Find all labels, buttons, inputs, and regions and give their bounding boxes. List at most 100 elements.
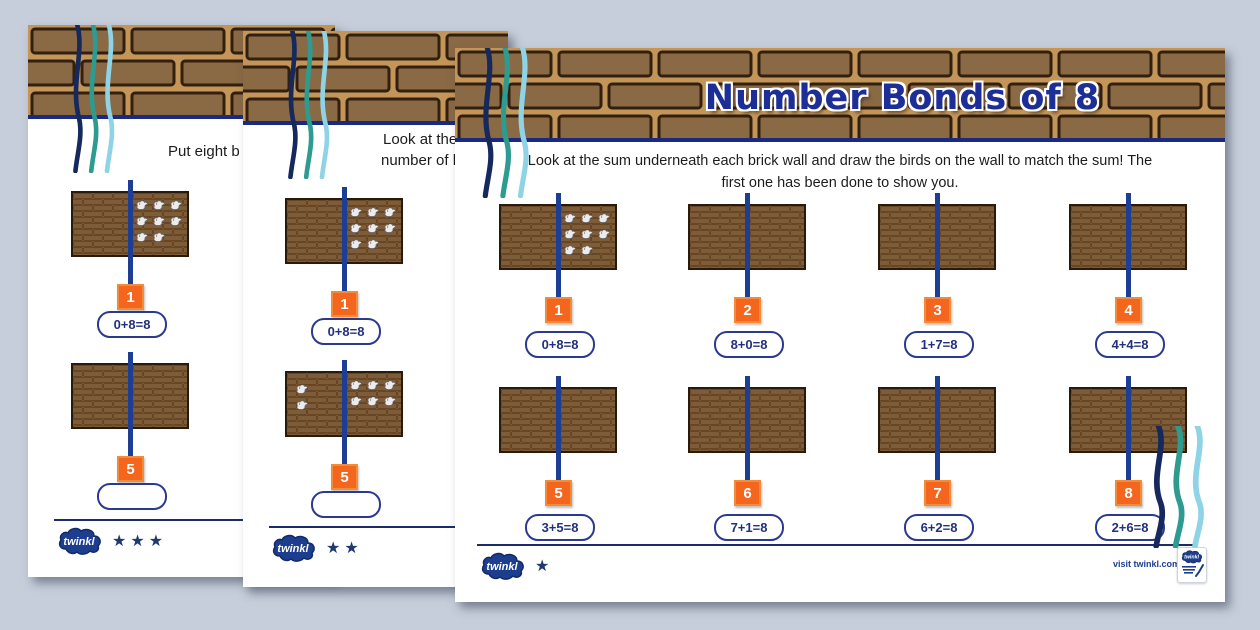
- instruction-fragment: number of b: [381, 152, 462, 169]
- bird-icon: [383, 205, 397, 217]
- sum-pill: 1+7=8: [904, 331, 974, 358]
- wall-number-badge: 1: [117, 284, 144, 310]
- bird-icon: [295, 398, 309, 410]
- visit-twinkl-link[interactable]: visit twinkl.com: [1113, 559, 1181, 569]
- wall-unit: 5 3+5=8: [499, 376, 617, 542]
- twinkl-waves-decoration: [283, 31, 335, 179]
- bird-icon: [135, 214, 149, 226]
- wall-unit: 1 0+8=8: [71, 180, 189, 346]
- wall-number-badge: 8: [1115, 480, 1142, 506]
- twinkl-logo-text: twinkl: [63, 536, 95, 548]
- difficulty-stars: ★: [535, 558, 554, 575]
- bird-icon: [152, 214, 166, 226]
- instruction-fragment: Look at the: [383, 131, 458, 148]
- wall-unit: 6 7+1=8: [688, 376, 806, 542]
- wall-unit: 2 8+0=8: [688, 193, 806, 359]
- wall-pole: [1126, 376, 1131, 486]
- wall-pole: [342, 360, 347, 470]
- instruction-fragment: Put eight b: [168, 143, 240, 160]
- sum-pill: 7+1=8: [714, 514, 784, 541]
- wall-number-badge: 5: [117, 456, 144, 482]
- bird-icon: [169, 198, 183, 210]
- sum-pill: 8+0=8: [714, 331, 784, 358]
- bird-icon: [563, 211, 577, 223]
- wall-pole: [556, 376, 561, 486]
- wall-number-badge: 4: [1115, 297, 1142, 323]
- bird-icon: [135, 230, 149, 242]
- wall-number-badge: 1: [545, 297, 572, 323]
- twinkl-logo: twinkl: [481, 552, 524, 580]
- bird-icon: [295, 382, 309, 394]
- footer-divider: [54, 519, 335, 521]
- brick-header: [455, 48, 1225, 142]
- wall-pole: [128, 352, 133, 462]
- wall-number-badge: 1: [331, 291, 358, 317]
- footer-divider: [477, 544, 1193, 546]
- sum-pill: [311, 491, 381, 518]
- bird-icon: [169, 214, 183, 226]
- wall-number-badge: 7: [924, 480, 951, 506]
- sum-pill: 0+8=8: [311, 318, 381, 345]
- bird-icon: [563, 227, 577, 239]
- wall-number-badge: 5: [331, 464, 358, 490]
- sum-pill: [97, 483, 167, 510]
- sum-pill: 0+8=8: [97, 311, 167, 338]
- sum-pill: 3+5=8: [525, 514, 595, 541]
- twinkl-logo-text: twinkl: [486, 561, 518, 573]
- bird-icon: [152, 230, 166, 242]
- wall-pole: [935, 376, 940, 486]
- twinkl-waves-decoration: [477, 48, 535, 198]
- wall-pole: [745, 193, 750, 303]
- bird-icon: [383, 378, 397, 390]
- bird-icon: [366, 378, 380, 390]
- bird-icon: [366, 237, 380, 249]
- bird-icon: [366, 394, 380, 406]
- difficulty-stars: ★★★: [112, 533, 168, 550]
- bird-icon: [580, 211, 594, 223]
- bird-icon: [597, 211, 611, 223]
- bird-icon: [366, 205, 380, 217]
- wall-number-badge: 6: [734, 480, 761, 506]
- bird-icon: [366, 221, 380, 233]
- bird-icon: [349, 221, 363, 233]
- quality-badge-logo-text: twinkl: [1184, 555, 1199, 561]
- wall-unit: 1 0+8=8: [285, 187, 403, 353]
- wall-number-badge: 3: [924, 297, 951, 323]
- sum-pill: 2+6=8: [1095, 514, 1165, 541]
- wall-pole: [745, 376, 750, 486]
- bird-icon: [580, 243, 594, 255]
- page-title: Number Bonds of 8: [704, 78, 1101, 118]
- bird-icon: [135, 198, 149, 210]
- twinkl-logo: twinkl: [272, 534, 315, 562]
- twinkl-waves-decoration: [68, 25, 120, 173]
- bird-icon: [563, 243, 577, 255]
- wall-number-badge: 5: [545, 480, 572, 506]
- bird-icon: [597, 227, 611, 239]
- bird-icon: [383, 221, 397, 233]
- wall-pole: [935, 193, 940, 303]
- bird-icon: [349, 394, 363, 406]
- wall-unit: 4 4+4=8: [1069, 193, 1187, 359]
- sum-pill: 0+8=8: [525, 331, 595, 358]
- wall-pole: [556, 193, 561, 303]
- bird-icon: [383, 394, 397, 406]
- bird-icon: [349, 378, 363, 390]
- twinkl-logo: twinkl: [58, 527, 101, 555]
- footer-divider: [269, 526, 508, 528]
- wall-pole: [128, 180, 133, 290]
- bird-icon: [349, 237, 363, 249]
- wall-unit: 5: [71, 352, 189, 518]
- wall-unit: 7 6+2=8: [878, 376, 996, 542]
- bird-icon: [152, 198, 166, 210]
- wall-unit: 5: [285, 360, 403, 526]
- wall-unit: 1 0+8=8: [499, 193, 617, 359]
- twinkl-waves-decoration: [1147, 426, 1211, 548]
- quality-badge-art: twinkl: [1181, 550, 1204, 577]
- difficulty-stars: ★★: [326, 540, 363, 557]
- wall-unit: 8 2+6=8: [1069, 376, 1187, 542]
- twinkl-logo-text: twinkl: [277, 543, 309, 555]
- wall-unit: 3 1+7=8: [878, 193, 996, 359]
- twinkl-quality-badge: twinkl: [1177, 547, 1207, 583]
- wall-number-badge: 2: [734, 297, 761, 323]
